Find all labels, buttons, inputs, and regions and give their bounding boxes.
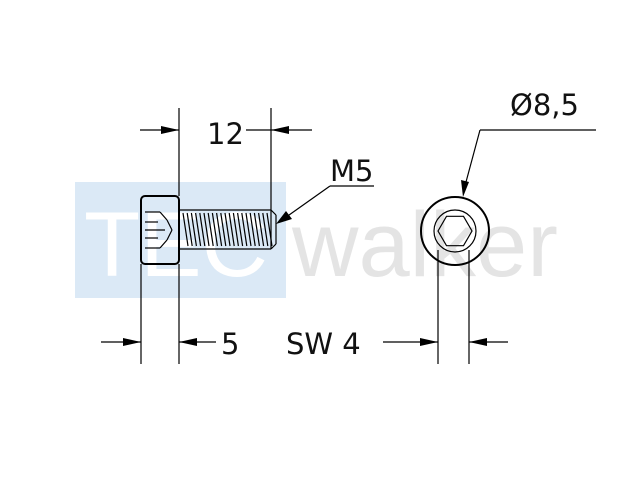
dimension-head-height-label: 5	[221, 327, 239, 361]
thread-line	[241, 212, 248, 247]
dimension-thread: M5	[276, 154, 374, 224]
thread-line	[232, 212, 239, 247]
head-outer-circle	[420, 196, 490, 266]
screw-head	[140, 195, 180, 265]
thread-line	[190, 212, 197, 247]
dimension-head-diameter: Ø8,5	[461, 88, 596, 197]
thread-line	[207, 212, 214, 247]
thread-line	[249, 212, 256, 247]
thread-line	[211, 212, 218, 247]
dimension-head-height: 5	[101, 264, 239, 364]
thread-line	[216, 212, 223, 247]
socket-circle	[433, 209, 477, 253]
screw-side-view	[140, 195, 277, 265]
dimension-wrench-size-label: SW 4	[286, 327, 361, 361]
thread-line	[228, 212, 235, 247]
dimension-length-label: 12	[207, 117, 244, 151]
dimension-wrench-size: SW 4	[286, 250, 508, 364]
thread-line	[224, 212, 231, 247]
watermark-box	[75, 182, 286, 298]
screw-threads	[182, 212, 273, 247]
dimension-length: 12	[140, 108, 312, 210]
dimension-thread-label: M5	[330, 154, 373, 188]
screw-end-view	[420, 196, 490, 266]
watermark-boxed-text: TEC	[84, 194, 268, 296]
thread-line	[220, 212, 227, 247]
thread-line	[237, 212, 244, 247]
thread-line	[199, 212, 206, 247]
thread-line	[262, 212, 269, 247]
hex-socket	[437, 215, 473, 247]
thread-line	[186, 212, 193, 247]
thread-line	[266, 212, 273, 247]
dimension-head-diameter-label: Ø8,5	[510, 88, 579, 122]
thread-line	[245, 212, 252, 247]
socket-hidden-lines	[145, 211, 173, 249]
watermark: TEC walker	[75, 182, 558, 298]
thread-line	[203, 212, 210, 247]
screw-shank	[179, 209, 277, 250]
thread-line	[258, 212, 265, 247]
thread-line	[253, 212, 260, 247]
thread-line	[182, 212, 189, 247]
thread-line	[195, 212, 202, 247]
